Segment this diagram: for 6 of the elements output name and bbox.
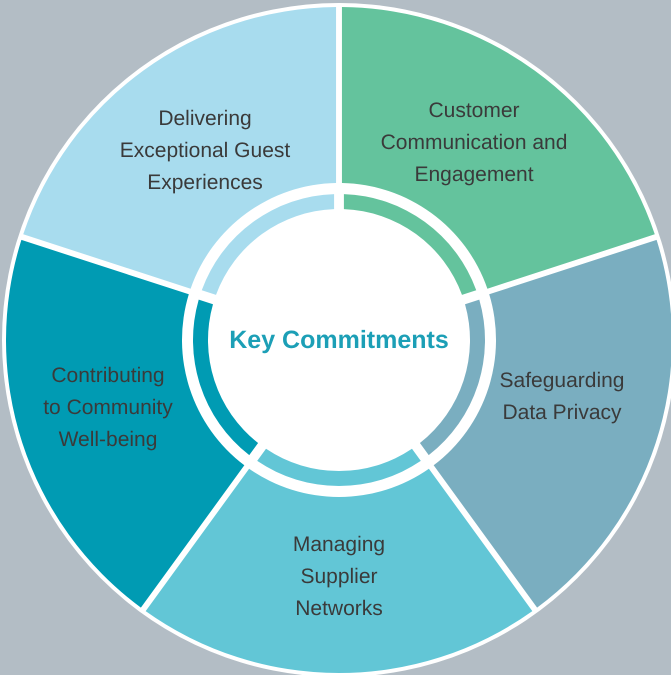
segment-label: Managing Supplier Networks <box>292 532 386 622</box>
segment-label: Safeguarding Data Privacy <box>498 368 626 426</box>
center-title: Key Commitments <box>228 325 450 356</box>
segment-label: Customer Communication and Engagement <box>380 98 568 188</box>
segment-label: Contributing to Community Well-being <box>42 363 174 453</box>
segment-label: Delivering Exceptional Guest Experiences <box>118 106 292 196</box>
